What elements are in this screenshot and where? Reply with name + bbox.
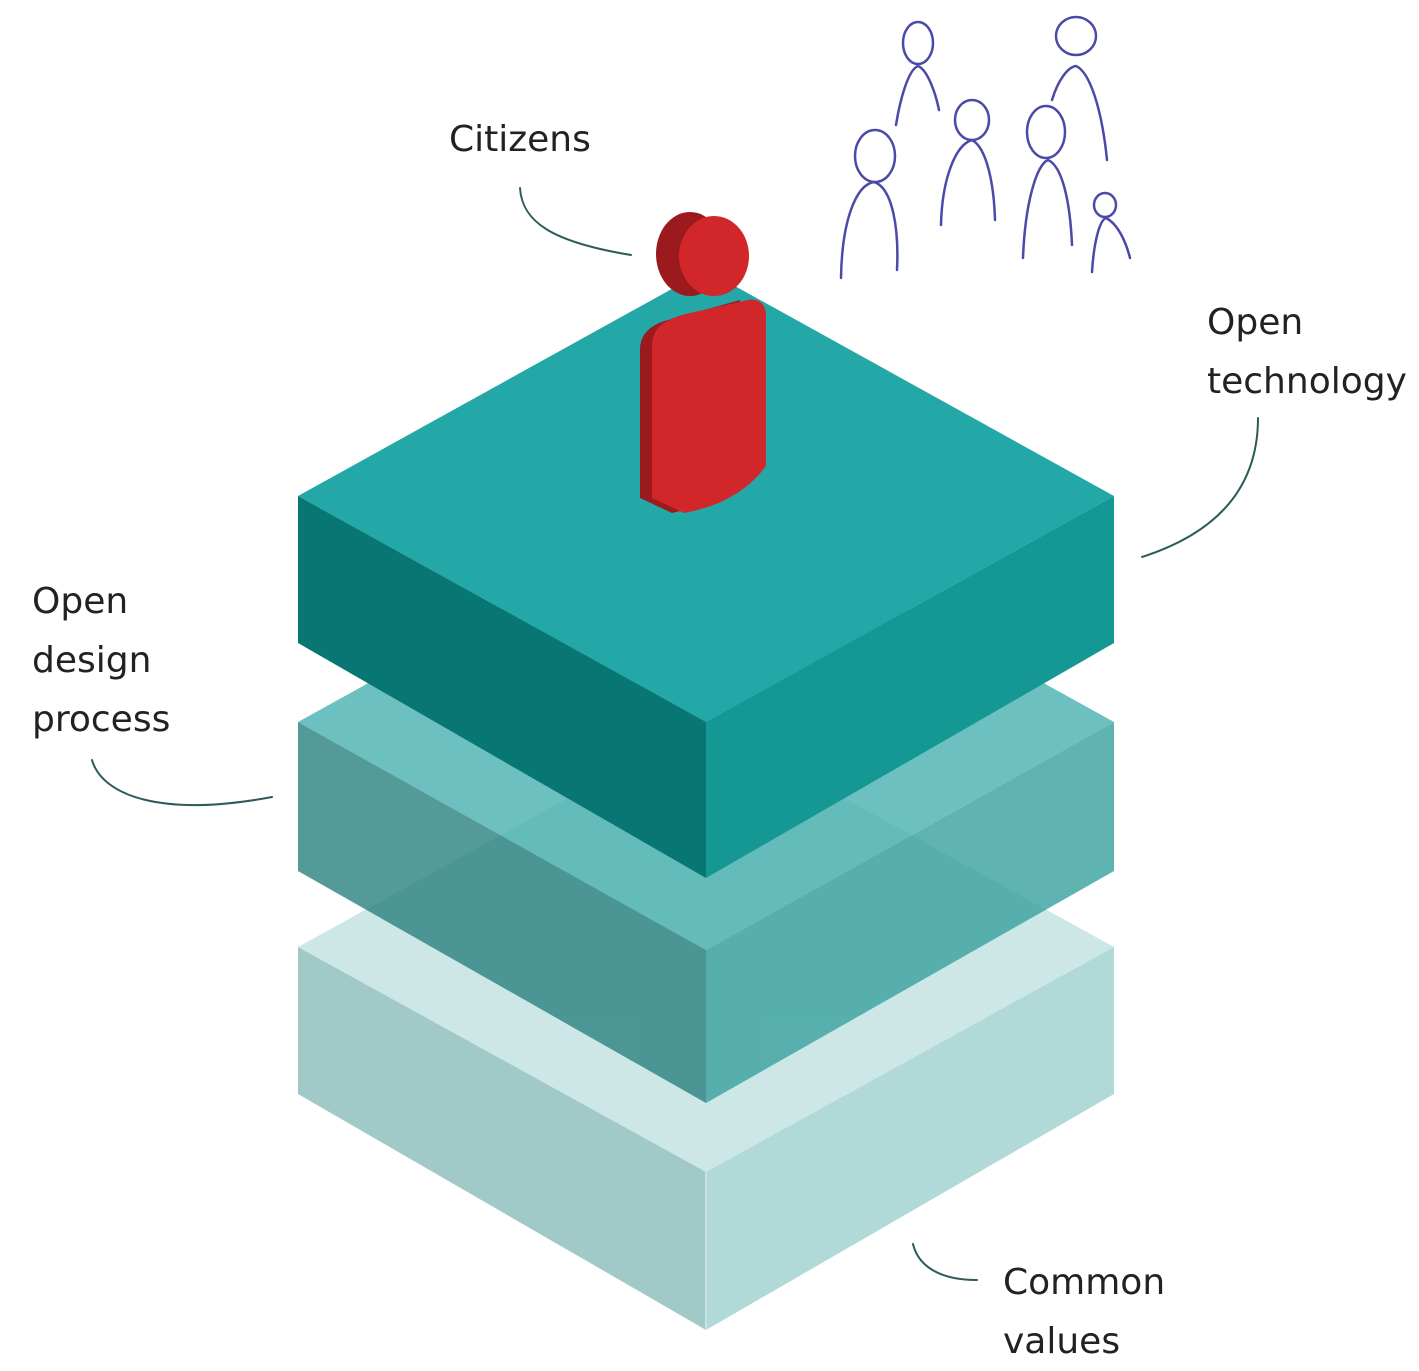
leader-line-open-technology <box>1141 417 1259 558</box>
label-citizens-text: Citizens <box>449 119 591 160</box>
leader-line-common-values <box>912 1243 978 1281</box>
label-common-values-line-1: Common <box>1003 1262 1166 1303</box>
crowd-sketch <box>839 15 1132 280</box>
label-open-technology-line-1: Open <box>1207 302 1304 343</box>
label-open-technology-line-2: technology <box>1207 361 1407 402</box>
leader-line-citizens <box>519 187 632 256</box>
label-open-design-process: Open design process <box>32 572 170 749</box>
leader-line-open-design <box>91 759 273 807</box>
label-open-design-process-line-3: process <box>32 699 171 740</box>
label-open-design-process-line-2: design <box>32 640 152 681</box>
label-common-values-line-2: values <box>1003 1321 1121 1362</box>
citizen-figure <box>640 212 766 513</box>
label-citizens: Citizens <box>449 110 591 169</box>
label-open-technology: Open technology <box>1207 293 1407 411</box>
label-common-values: Common values <box>1003 1253 1165 1371</box>
label-open-design-process-line-1: Open <box>32 581 129 622</box>
leader-lines <box>91 187 1259 1281</box>
